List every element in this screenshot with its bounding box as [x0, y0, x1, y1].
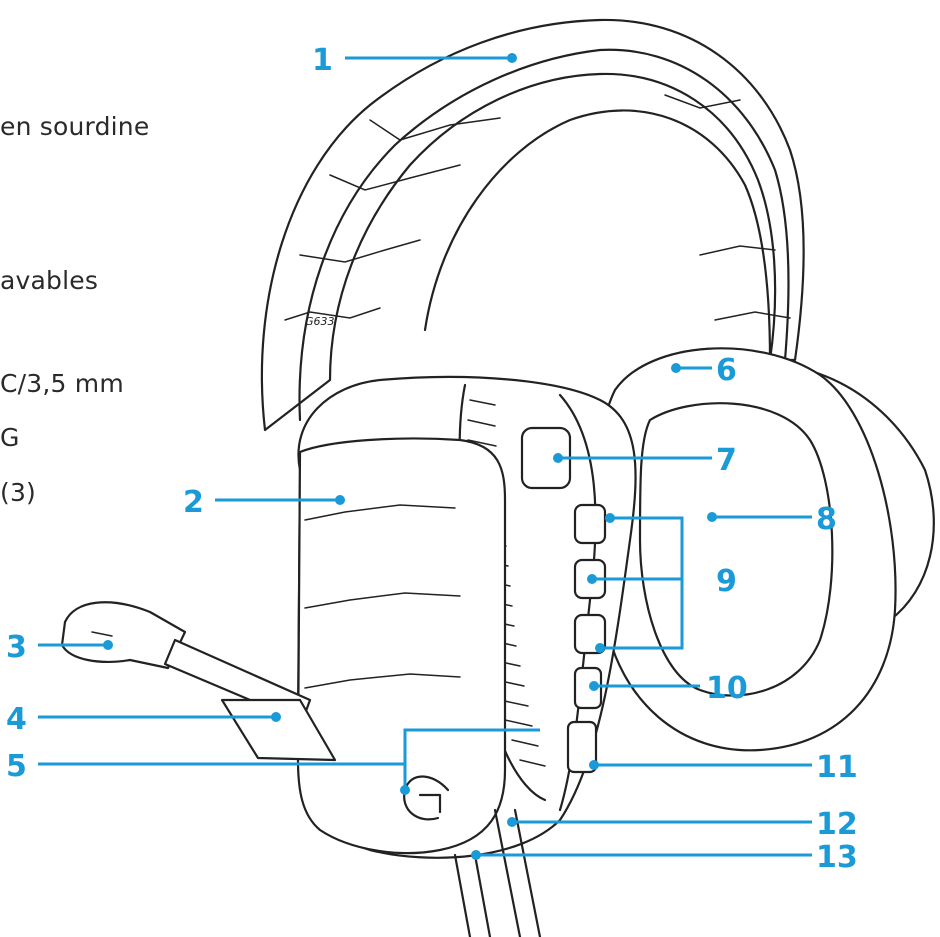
callout-2: 2: [183, 485, 204, 520]
legend-text-three: (3): [0, 478, 37, 507]
callout-3: 3: [6, 630, 27, 665]
callout-1: 1: [312, 43, 333, 78]
legend-text-g: G: [0, 423, 20, 452]
legend-text-washable: avables: [0, 266, 99, 295]
callout-12: 12: [816, 807, 858, 842]
callout-10: 10: [706, 671, 748, 706]
callout-dots: [103, 53, 717, 860]
callout-13: 13: [816, 840, 858, 875]
legend-text-connector: C/3,5 mm: [0, 369, 124, 398]
callout-lines: [38, 56, 812, 857]
headband: G633: [260, 18, 805, 432]
callout-numbers: 1 2 3 4 5 6 7 8 9 10 11 12 13: [6, 43, 858, 875]
callout-11: 11: [816, 750, 858, 785]
cable: [453, 808, 542, 937]
headband-model-label: G633: [305, 315, 335, 328]
left-earcup: [296, 375, 637, 859]
legend-text-mute: en sourdine: [0, 112, 150, 141]
callout-7: 7: [716, 443, 737, 478]
callout-9: 9: [716, 564, 737, 599]
microphone-boom: [60, 601, 337, 762]
right-earcup: [595, 347, 935, 752]
callout-6: 6: [716, 353, 737, 388]
callout-8: 8: [816, 502, 837, 537]
callout-4: 4: [6, 702, 27, 737]
callout-5: 5: [6, 749, 27, 784]
